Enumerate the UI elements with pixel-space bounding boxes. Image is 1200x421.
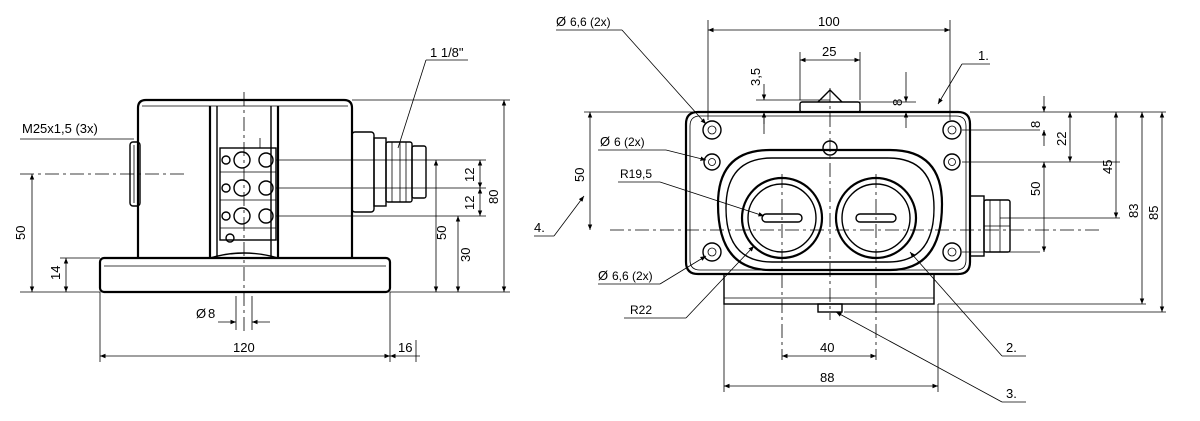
terminal-block <box>219 138 277 243</box>
height-14-label: 14 <box>48 266 63 280</box>
cable-gland <box>351 131 427 213</box>
mount-hole-tr <box>942 120 962 140</box>
width-40-label: 40 <box>820 340 834 355</box>
height-50-left-label: 50 <box>13 226 28 240</box>
height-8-right-label: 8 <box>1028 121 1043 128</box>
mount-hole-ml <box>703 153 721 171</box>
hole-mid-symbol: Ø <box>600 134 610 149</box>
width-16-label: 16 <box>398 340 412 355</box>
front-cable-gland <box>969 195 1011 257</box>
hole-bottom-label: 6,6 (2x) <box>612 269 653 283</box>
height-50-left-label: 50 <box>572 168 587 182</box>
front-foot <box>723 273 935 305</box>
height-50-right-label: 50 <box>1028 182 1043 196</box>
mount-hole-bl <box>702 242 722 262</box>
base-plate <box>98 256 392 294</box>
radius-inner-label: R19,5 <box>620 167 652 181</box>
height-8-top-label: 8 <box>890 99 905 106</box>
side-view <box>20 59 510 362</box>
height-85-label: 85 <box>1146 206 1161 220</box>
hole-bottom-symbol: Ø <box>598 268 608 283</box>
radius-outer-label: R22 <box>630 303 652 317</box>
housing-body <box>136 98 354 258</box>
width-100-label: 100 <box>818 14 840 29</box>
height-30-label: 30 <box>458 248 473 262</box>
mount-hole-br <box>942 242 962 262</box>
ref-1-label: 1. <box>978 48 989 63</box>
width-88-label: 88 <box>820 370 834 385</box>
thread-label: M25x1,5 (3x) <box>22 121 98 136</box>
front-view <box>534 20 1166 403</box>
inner-recess <box>716 148 944 272</box>
width-25-label: 25 <box>822 44 836 59</box>
height-83-label: 83 <box>1126 204 1141 218</box>
height-45-label: 45 <box>1100 160 1115 174</box>
diameter-8-symbol: Ø <box>196 306 206 321</box>
ref-3-label: 3. <box>1006 386 1017 401</box>
hole-top-symbol: Ø <box>556 14 566 29</box>
gland-label: 1 1/8" <box>430 45 464 60</box>
ref-4-label: 4. <box>534 220 545 235</box>
height-50-right-label: 50 <box>434 226 449 240</box>
height-80-label: 80 <box>486 190 501 204</box>
height-12b-label: 12 <box>462 196 477 210</box>
height-22-label: 22 <box>1054 132 1069 146</box>
mount-hole-tl <box>702 120 722 140</box>
height-12a-label: 12 <box>462 168 477 182</box>
width-120-label: 120 <box>233 340 255 355</box>
hole-top-label: 6,6 (2x) <box>570 15 611 29</box>
diameter-8-label: 8 <box>208 306 215 321</box>
hole-mid-label: 6 (2x) <box>614 135 645 149</box>
height-3-5-label: 3,5 <box>748 68 763 86</box>
ref-2-label: 2. <box>1006 340 1017 355</box>
front-housing <box>684 110 972 276</box>
mount-hole-mr <box>943 153 961 171</box>
